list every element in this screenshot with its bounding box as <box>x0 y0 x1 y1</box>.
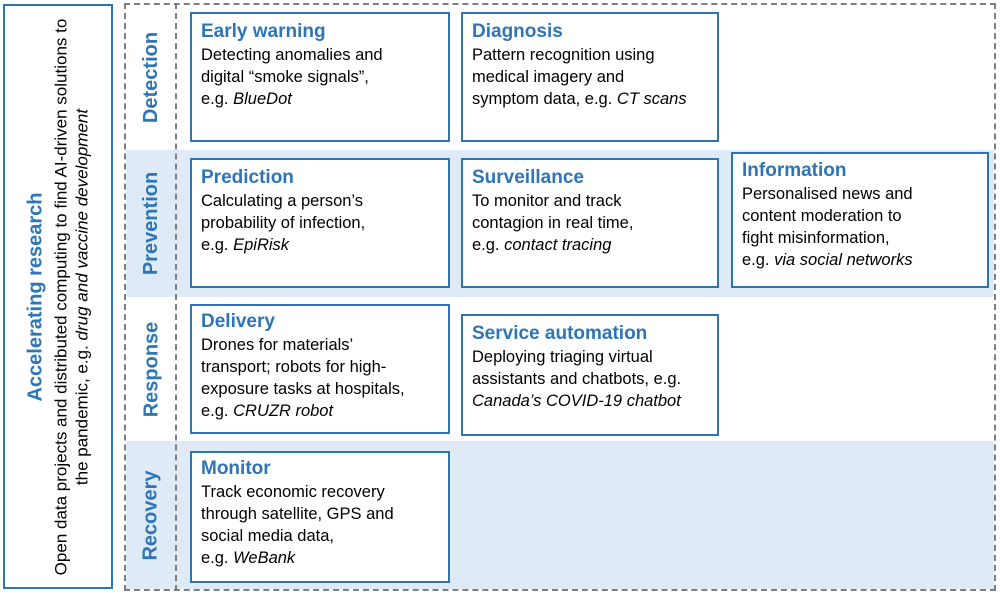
card-description: Drones for materials’ transport; robots … <box>201 336 405 398</box>
card-monitor: Monitor Track economic recovery through … <box>190 451 450 583</box>
research-title: Accelerating research <box>24 192 47 402</box>
card-title: Early warning <box>201 21 326 42</box>
research-example: drug and vaccine development <box>72 108 92 340</box>
card-description: Deploying triaging virtual assistants an… <box>472 348 682 388</box>
card-description: To monitor and track contagion in real t… <box>472 192 634 232</box>
card-delivery: Delivery Drones for materials’ transport… <box>190 304 450 434</box>
row-label-response: Response <box>140 321 162 417</box>
matrix-outline <box>124 3 996 591</box>
card-description: Calculating a person’s probability of in… <box>201 192 366 232</box>
research-description: Open data projects and distributed compu… <box>51 12 93 582</box>
card-early-warning: Early warning Detecting anomalies and di… <box>190 12 450 142</box>
card-description: Detecting anomalies and digital “smoke s… <box>201 46 383 86</box>
card-example: e.g. via social networks <box>742 251 913 269</box>
row-label-column <box>124 3 177 591</box>
research-panel: Accelerating research Open data projects… <box>3 4 113 589</box>
card-example: e.g. contact tracing <box>472 236 612 254</box>
row-label-prevention: Prevention <box>140 171 163 276</box>
card-title: Diagnosis <box>472 21 563 42</box>
card-description: Pattern recognition using medical imager… <box>472 46 655 86</box>
card-example: e.g. EpiRisk <box>201 236 290 254</box>
card-service-automation: Service automation Deploying triaging vi… <box>461 314 719 436</box>
card-surveillance: Surveillance To monitor and track contag… <box>461 158 719 288</box>
card-example: e.g. WeBank <box>201 549 296 567</box>
card-title: Information <box>742 160 847 181</box>
card-title: Delivery <box>201 311 275 332</box>
card-information: Information Personalised news and conten… <box>731 152 989 288</box>
card-example: e.g. BlueDot <box>201 90 292 108</box>
card-title: Monitor <box>201 458 271 479</box>
row-label-recovery: Recovery <box>140 469 162 561</box>
card-title: Service automation <box>472 323 648 344</box>
card-example: symptom data, e.g. CT scans <box>472 90 687 108</box>
card-description: Track economic recovery through satellit… <box>201 483 394 545</box>
card-example: e.g. CRUZR robot <box>201 402 334 420</box>
card-diagnosis: Diagnosis Pattern recognition using medi… <box>461 12 719 142</box>
card-example: Canada’s COVID-19 chatbot <box>472 392 681 410</box>
card-title: Prediction <box>201 167 294 188</box>
card-title: Surveillance <box>472 167 584 188</box>
card-prediction: Prediction Calculating a person’s probab… <box>190 158 450 288</box>
row-label-detection: Detection <box>140 31 162 124</box>
card-description: Personalised news and content moderation… <box>742 185 913 247</box>
